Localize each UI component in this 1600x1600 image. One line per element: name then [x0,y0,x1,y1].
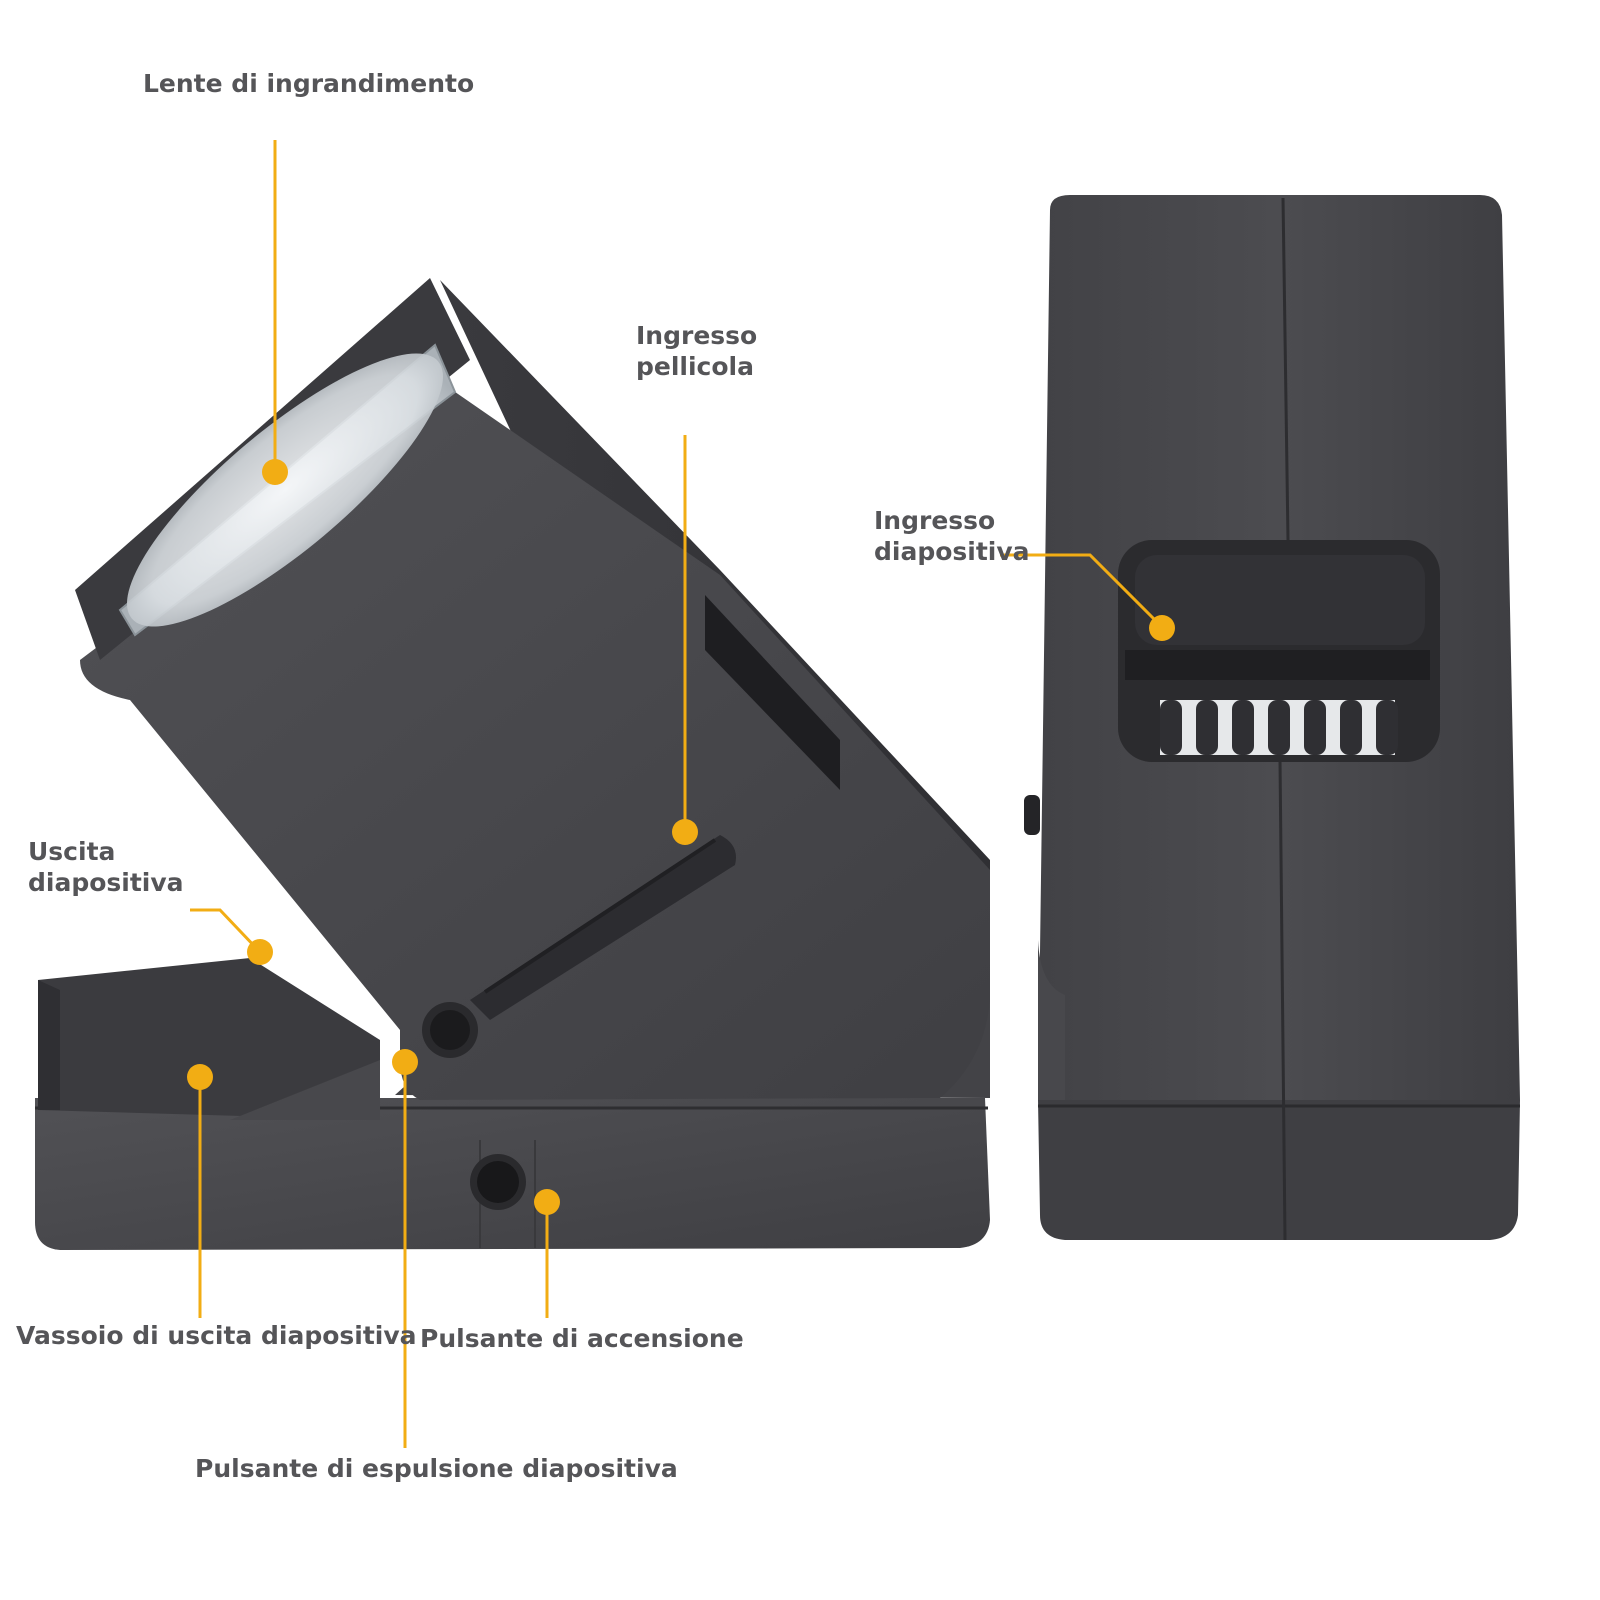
label-magnifying-lens: Lente di ingrandimento [143,68,474,99]
label-slide-exit-line1: Uscita [28,837,116,866]
label-slide-inlet-line1: Ingresso [874,506,996,535]
label-magnifying-lens-text: Lente di ingrandimento [143,69,475,98]
label-exit-tray-text: Vassoio di uscita diapositiva [16,1321,417,1350]
right-device [1024,195,1520,1241]
label-slide-exit: Uscita diapositiva [28,836,184,898]
label-eject-button-text: Pulsante di espulsione diapositiva [195,1454,678,1483]
label-power-button-text: Pulsante di accensione [420,1324,744,1353]
label-slide-exit-line2: diapositiva [28,868,184,897]
label-power-button: Pulsante di accensione [420,1323,744,1354]
label-film-inlet-line1: Ingresso [636,321,758,350]
callout-lines [190,140,1162,1448]
right-device-base [1038,1100,1520,1240]
label-eject-button: Pulsante di espulsione diapositiva [195,1453,678,1484]
left-device [35,278,990,1250]
callout-dots [187,459,1175,1215]
label-film-inlet-line2: pellicola [636,352,754,381]
viewer-head-front [80,385,990,1100]
slide-exit-tray [38,958,380,1120]
film-slot [470,835,736,1020]
label-slide-inlet: Ingresso diapositiva [874,505,1030,567]
label-slide-inlet-line2: diapositiva [874,537,1030,566]
label-exit-tray: Vassoio di uscita diapositiva [16,1320,417,1351]
label-film-inlet: Ingresso pellicola [636,320,757,382]
